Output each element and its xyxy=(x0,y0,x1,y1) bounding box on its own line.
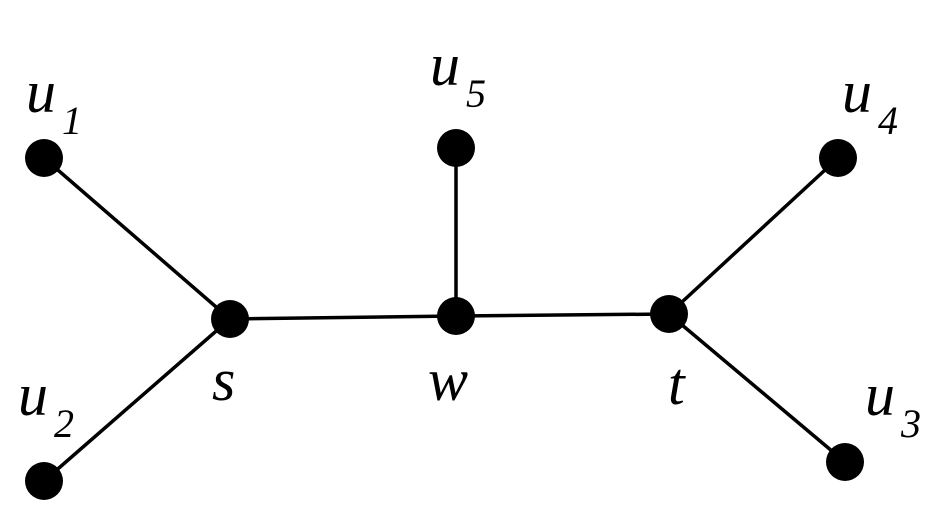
node-label-subscript: 2 xyxy=(54,401,74,446)
node-u5 xyxy=(437,129,475,167)
node-label-text: u xyxy=(865,362,895,428)
node-label-text: u xyxy=(26,59,56,125)
node-label-text: u xyxy=(18,362,48,428)
nodes-layer xyxy=(25,129,864,500)
node-label-w: w xyxy=(428,347,468,413)
edge-s-w xyxy=(228,314,458,321)
edge-u1-s xyxy=(42,156,232,321)
edges-layer xyxy=(42,146,847,483)
node-u1 xyxy=(25,139,63,177)
edge-w-t xyxy=(454,312,671,318)
node-label-s: s xyxy=(212,347,235,413)
node-label-text: w xyxy=(428,347,468,413)
node-label-subscript: 3 xyxy=(900,401,921,446)
node-u4 xyxy=(819,139,857,177)
node-w xyxy=(437,297,475,335)
node-label-text: t xyxy=(668,351,686,417)
node-label-t: t xyxy=(668,351,686,417)
node-label-text: u xyxy=(842,59,872,125)
node-u3 xyxy=(826,443,864,481)
node-label-text: u xyxy=(430,32,460,98)
node-label-text: s xyxy=(212,347,235,413)
node-s xyxy=(211,300,249,338)
edge-u2-s xyxy=(42,317,232,483)
node-label-subscript: 5 xyxy=(466,71,486,116)
node-u2 xyxy=(25,462,63,500)
node-label-subscript: 1 xyxy=(62,98,82,143)
edge-t-u4 xyxy=(667,156,840,316)
edge-t-u3 xyxy=(667,312,847,464)
node-t xyxy=(650,295,688,333)
node-label-subscript: 4 xyxy=(878,98,898,143)
